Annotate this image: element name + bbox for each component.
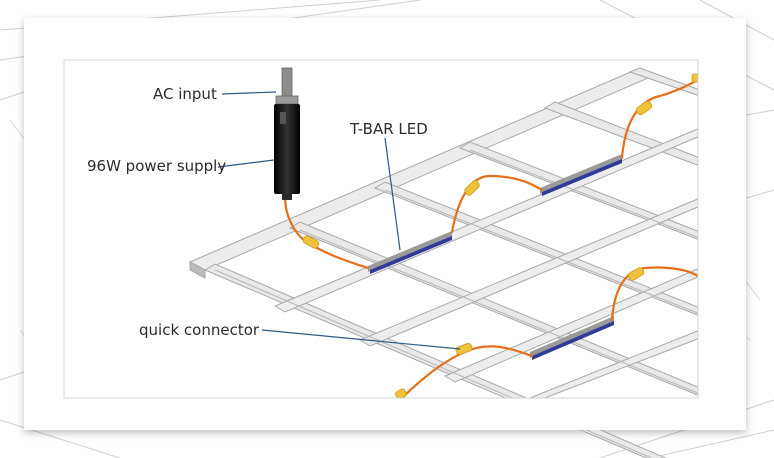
quick-connector: [635, 100, 653, 116]
tbar-led-label: T-BAR LED: [349, 120, 428, 138]
tbar-led-strip: [368, 231, 452, 274]
leader-line: [217, 159, 275, 168]
quick-connector-label: quick connector: [139, 321, 260, 339]
cable: [450, 174, 544, 234]
ac-input-label: AC input: [153, 85, 217, 103]
leader-lines: [217, 91, 461, 350]
leader-line: [261, 329, 461, 350]
leader-line: [384, 137, 401, 251]
grid-rail: [189, 261, 206, 279]
power-supply-body: [274, 104, 300, 194]
cable: [620, 78, 700, 160]
power-supply-label: 96W power supply: [87, 157, 226, 175]
quick-connector: [464, 180, 480, 196]
quick-connectors: [302, 73, 701, 400]
quick-connector: [302, 235, 320, 249]
power-supply: [274, 67, 300, 200]
leader-line: [221, 91, 277, 95]
tbar-led-strips: [368, 154, 622, 360]
cable: [610, 266, 700, 322]
quick-connector: [395, 388, 407, 400]
tbar-led-strip: [540, 154, 622, 196]
power-supply-cap: [275, 95, 299, 105]
quick-connector: [627, 267, 645, 281]
ac-input-cord: [281, 67, 293, 99]
tbar-led-strip: [530, 316, 614, 360]
power-supply-end: [282, 194, 292, 200]
quick-connector: [455, 342, 473, 356]
